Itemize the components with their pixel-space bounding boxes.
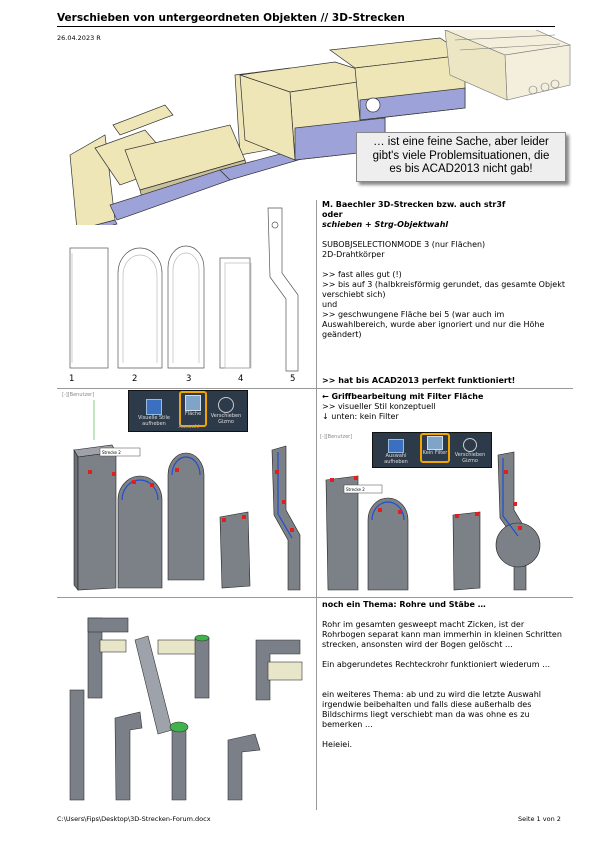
exploded-box-illustration <box>69 30 572 225</box>
shape-4 <box>219 257 251 369</box>
section1-heading: M. Baechler 3D-Strecken bzw. auch str3f <box>322 200 506 209</box>
callout-box: … ist eine feine Sache, aber leider gibt… <box>356 132 566 182</box>
no-filter-highlight <box>420 433 450 463</box>
title-rule <box>57 26 555 27</box>
unselect-visual-styles-button[interactable]: Visuelle Stile aufheben <box>133 399 175 427</box>
move-gizmo-button-right[interactable]: Verschieben Gizmo <box>453 438 487 464</box>
section2-stil: >> visueller Stil konzeptuell <box>322 402 436 411</box>
ribbon-toolbar-right: Auswahl aufheben Kein Filter Verschieben… <box>372 432 492 468</box>
move-gizmo-button[interactable]: Verschieben Gizmo <box>209 397 243 425</box>
callout-line-3: es bis ACAD2013 nicht gab! <box>389 163 533 175</box>
section3-text: noch ein Thema: Rohre und Stäbe … Rohr i… <box>322 600 562 750</box>
label-3: 3 <box>186 374 192 384</box>
right-viewport: [-][Benutzer] Strecke 2 <box>320 434 541 591</box>
date: 26.04.2023 R <box>57 34 101 42</box>
section1-fast: >> fast alles gut (!) <box>322 270 402 279</box>
section1-subobj: SUBOBJSELECTIONMODE 3 (nur Flächen) <box>322 240 486 249</box>
callout-line-2: gibt's viele Problemsituationen, die <box>372 149 550 162</box>
svg-text:Strecke 2: Strecke 2 <box>102 450 121 455</box>
page-title: Verschieben von untergeordneten Objekten… <box>57 12 405 24</box>
label-4: 4 <box>238 374 244 384</box>
pipes-illustration <box>69 617 303 801</box>
label-1: 1 <box>69 374 75 384</box>
gizmo-icon <box>218 397 234 413</box>
callout-line-1: … ist eine feine Sache, aber leider <box>373 136 549 148</box>
panel-label: Auswahl <box>178 424 200 430</box>
row-divider-1 <box>57 388 573 389</box>
section3-p2: Ein abgerundetes Rechteckrohr funktionie… <box>322 660 551 669</box>
svg-text:[-][Benutzer]: [-][Benutzer] <box>62 392 94 398</box>
face-filter-icon <box>185 395 201 411</box>
row-divider-2 <box>57 597 573 598</box>
section3-heading: noch ein Thema: Rohre und Stäbe … <box>322 600 486 609</box>
section1-schieben: schieben + Strg-Objektwahl <box>322 220 449 229</box>
wireframe-shapes <box>69 207 299 372</box>
face-filter-button[interactable]: Fläche <box>181 395 205 417</box>
section3-p1: Rohr im gesamten gesweept macht Zicken, … <box>322 620 562 649</box>
right-box <box>329 37 466 121</box>
no-filter-icon <box>427 436 443 450</box>
svg-text:Strecke 2: Strecke 2 <box>346 487 365 492</box>
visual-style-icon <box>146 399 162 415</box>
svg-text:[-][Benutzer]: [-][Benutzer] <box>320 434 352 440</box>
section3-p4: Heieiei. <box>322 740 352 749</box>
section1-bis3: >> bis auf 3 (halbkreisförmig gerundet, … <box>322 280 565 299</box>
deselect-button[interactable]: Auswahl aufheben <box>376 439 416 465</box>
gizmo-icon <box>463 438 477 452</box>
section3-p3: ein weiteres Thema: ab und zu wird die l… <box>322 690 541 729</box>
shape-1 <box>69 247 109 369</box>
section1-draht: 2D-Drahtkörper <box>322 250 385 259</box>
section2-heading: ← Griffbearbeitung mit Filter Fläche <box>322 392 484 401</box>
ribbon-toolbar-left: Visuelle Stile aufheben Fläche Verschieb… <box>128 390 248 432</box>
section2-text: ← Griffbearbeitung mit Filter Fläche >> … <box>322 392 572 422</box>
footer-path: C:\Users\Fips\Desktop\3D-Strecken-Forum.… <box>57 815 211 823</box>
no-filter-button[interactable]: Kein Filter <box>421 436 449 456</box>
shape-2 <box>117 247 163 369</box>
wireframe-box <box>444 30 572 101</box>
section1-perfekt: >> hat bis ACAD2013 perfekt funktioniert… <box>322 376 516 385</box>
deselect-icon <box>388 439 404 453</box>
section1-oder: oder <box>322 210 343 219</box>
face-filter-highlight <box>179 391 207 427</box>
shape-5 <box>267 207 299 372</box>
footer-page: Seite 1 von 2 <box>518 815 561 823</box>
section2-unten: ↓ unten: kein Filter <box>322 412 399 421</box>
shape-3 <box>167 245 205 369</box>
label-2: 2 <box>132 374 138 384</box>
left-viewport: [-][Benutzer] Strecke 2 <box>62 392 301 591</box>
section1-text: M. Baechler 3D-Strecken bzw. auch str3f … <box>322 200 572 340</box>
label-5: 5 <box>290 374 296 384</box>
section1-und: und <box>322 300 338 309</box>
column-divider <box>316 200 317 810</box>
section1-geschw: >> geschwungene Fläche bei 5 (war auch i… <box>322 310 545 339</box>
